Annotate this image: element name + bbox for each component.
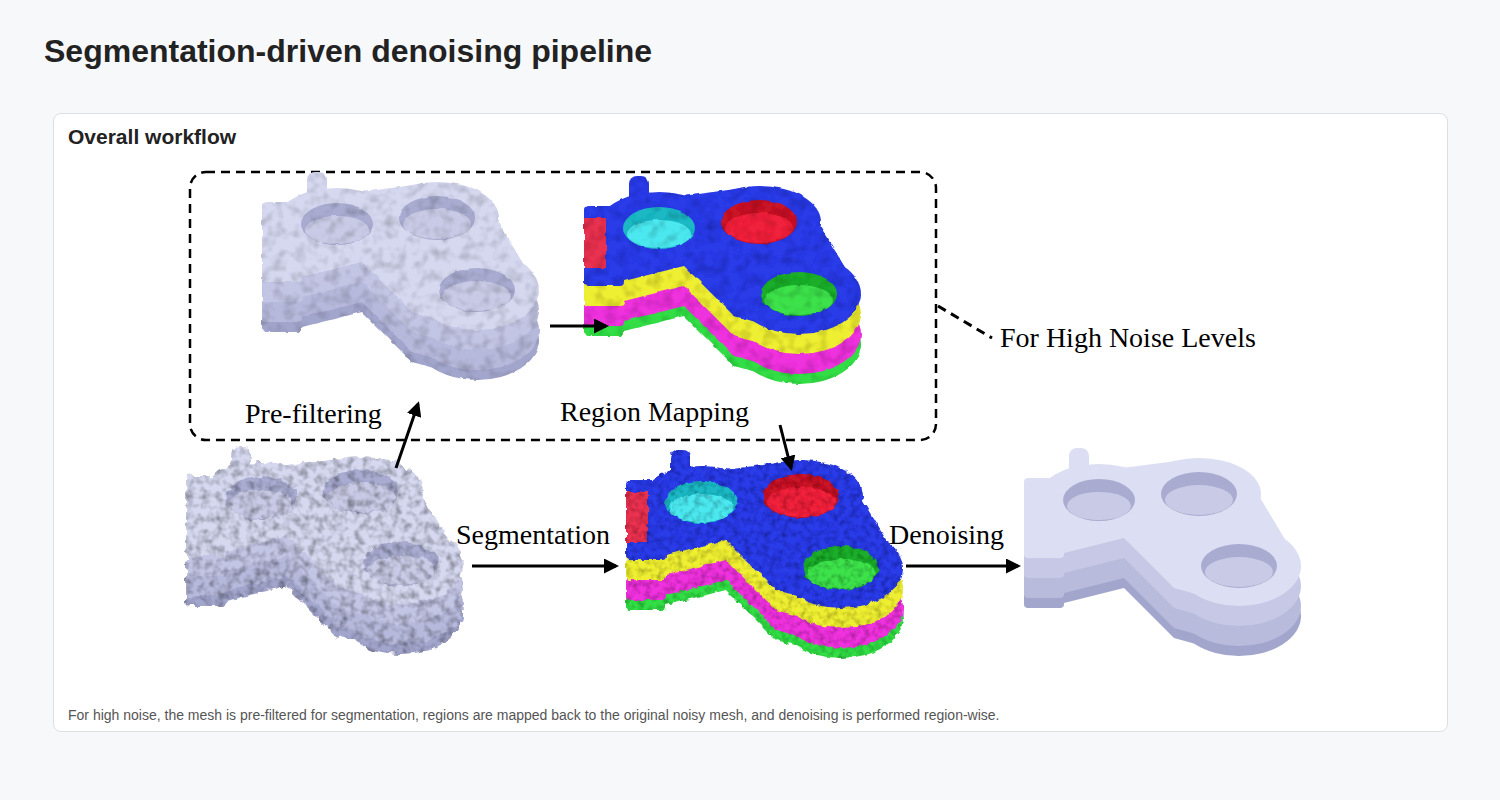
panel-heading: Overall workflow bbox=[68, 125, 236, 149]
segmented-noisy-mesh bbox=[626, 450, 903, 658]
step-label: Denoising bbox=[889, 519, 1004, 551]
mesh-part bbox=[225, 470, 439, 586]
mesh-part bbox=[626, 492, 648, 542]
workflow-panel: Overall workflowPre-filtering Region Mapp… bbox=[53, 113, 1448, 732]
denoised-mesh bbox=[1024, 448, 1301, 656]
page-title: Segmentation-driven denoising pipeline bbox=[44, 33, 652, 70]
mesh-part bbox=[584, 176, 861, 334]
mesh-part bbox=[186, 446, 463, 604]
segmented-prefiltered-mesh bbox=[584, 176, 861, 384]
mesh-part bbox=[584, 218, 606, 268]
prefiltered-mesh bbox=[262, 172, 539, 380]
flow-arrow bbox=[396, 404, 418, 468]
mesh-part bbox=[1024, 448, 1301, 606]
mesh-part bbox=[665, 474, 879, 590]
mesh-part bbox=[262, 172, 539, 330]
step-label: Pre-filtering bbox=[245, 398, 382, 430]
step-label: For High Noise Levels bbox=[1000, 322, 1256, 354]
figure-caption: For high noise, the mesh is pre-filtered… bbox=[68, 707, 1000, 723]
flow-arrow bbox=[780, 425, 791, 468]
leader-line bbox=[938, 306, 992, 338]
flow-arrow bbox=[472, 565, 616, 568]
high-noise-bracket bbox=[190, 172, 936, 440]
mesh-part bbox=[301, 196, 515, 312]
noisy-mesh bbox=[186, 446, 463, 654]
step-label: Segmentation bbox=[456, 519, 610, 551]
mesh-part bbox=[1063, 472, 1277, 588]
mesh-part bbox=[626, 450, 903, 608]
flow-arrow bbox=[906, 565, 1018, 568]
mesh-part bbox=[623, 200, 837, 316]
step-label: Region Mapping bbox=[560, 396, 749, 428]
flow-arrow bbox=[550, 325, 606, 328]
